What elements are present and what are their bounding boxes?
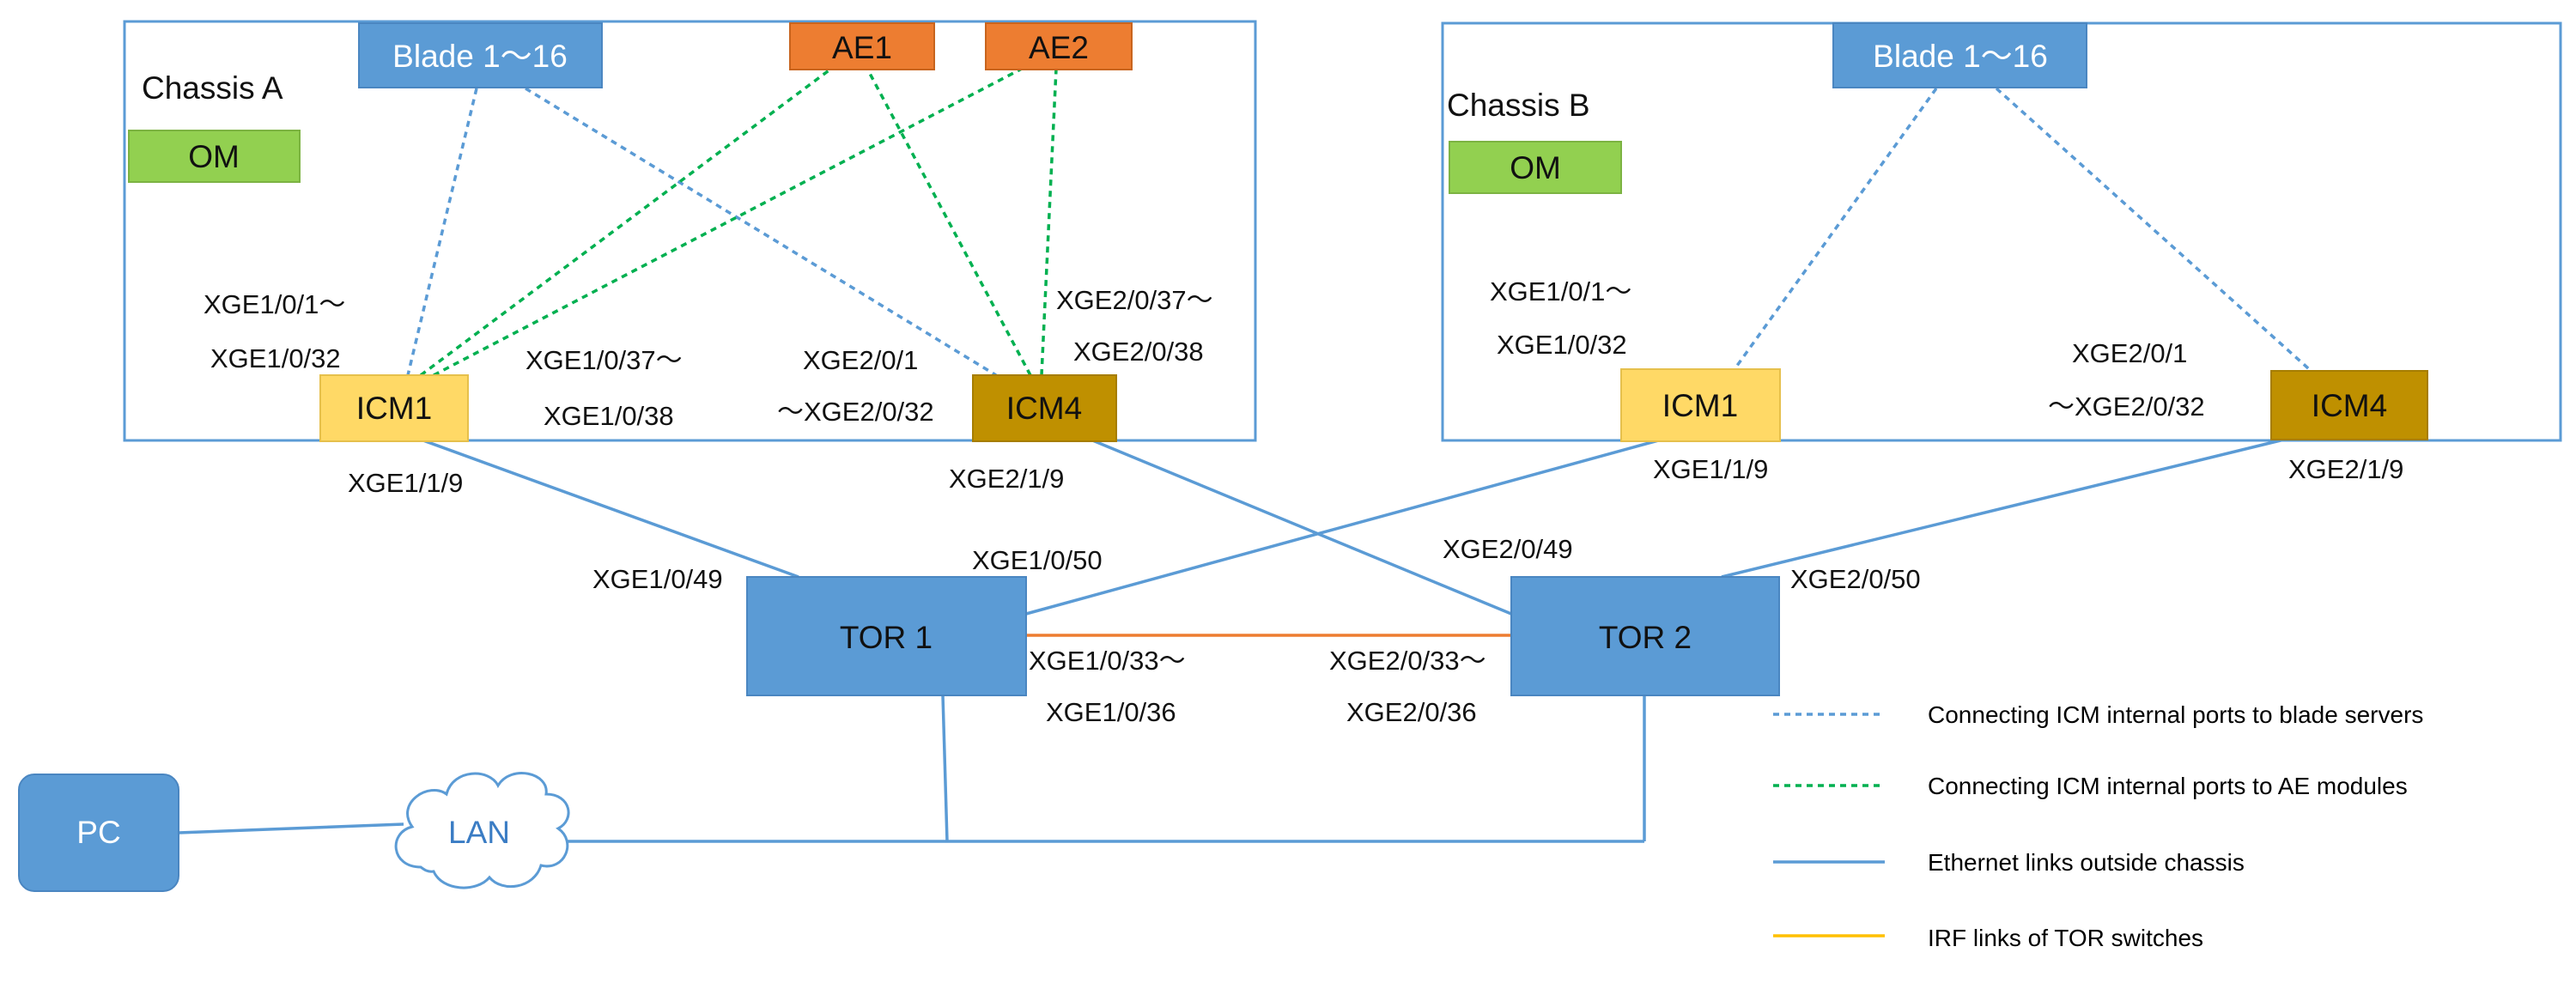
tor2-box bbox=[1510, 576, 1780, 696]
chassis-a-om-box bbox=[128, 130, 301, 183]
chassis-a-icm1-uplink: XGE1/1/9 bbox=[348, 468, 463, 498]
a-icm4-to-tor2-link bbox=[1090, 438, 1512, 616]
tor2-label: TOR 2 bbox=[1599, 620, 1692, 655]
tor2-port-b: XGE2/0/50 bbox=[1790, 564, 1921, 594]
chassis-b-icm1-ports-line1: XGE1/0/1～ bbox=[1490, 276, 1631, 306]
tor1-irf-line2: XGE1/0/36 bbox=[1046, 697, 1176, 727]
chassis-a-icm4-box bbox=[972, 374, 1117, 442]
chassis-a-icm1-ae-line1: XGE1/0/37～ bbox=[526, 345, 683, 375]
b-icm4-to-tor2-link bbox=[1721, 438, 2285, 579]
chassis-b-icm1-label: ICM1 bbox=[1662, 388, 1738, 423]
tor2-irf-line2: XGE2/0/36 bbox=[1346, 697, 1477, 727]
chassis-a-icm1-box bbox=[319, 374, 469, 442]
lan-label: LAN bbox=[448, 815, 510, 850]
chassis-a-frame bbox=[123, 20, 1257, 442]
chassis-a-ae1-label: AE1 bbox=[832, 30, 892, 65]
chassis-a-blade-to-icm1-link bbox=[406, 88, 478, 376]
chassis-b-title: Chassis B bbox=[1447, 88, 1590, 123]
chassis-a-icm1-ae-line2: XGE1/0/38 bbox=[544, 401, 674, 431]
chassis-b-blade-box bbox=[1832, 22, 2087, 88]
chassis-b-blade-to-icm4-link bbox=[1995, 87, 2318, 377]
chassis-a-blade-to-icm4-link bbox=[525, 87, 997, 377]
chassis-b-blade-to-icm1-link bbox=[1728, 87, 1938, 377]
tor1-port-a: XGE1/0/49 bbox=[592, 564, 723, 594]
chassis-a-blade-box bbox=[358, 22, 603, 88]
chassis-a-icm4-uplink: XGE2/1/9 bbox=[949, 464, 1064, 494]
chassis-b-icm1-ports-line2: XGE1/0/32 bbox=[1497, 330, 1627, 360]
legend-ae-text: Connecting ICM internal ports to AE modu… bbox=[1928, 773, 2408, 799]
icm4-to-ae1-link bbox=[866, 68, 1032, 376]
chassis-b-icm4-ports-line1: XGE2/0/1 bbox=[2072, 338, 2187, 368]
chassis-a-icm4-label: ICM4 bbox=[1006, 391, 1082, 426]
a-icm1-to-tor1-link bbox=[420, 438, 799, 579]
tor1-label: TOR 1 bbox=[840, 620, 933, 655]
tor1-irf-line1: XGE1/0/33～ bbox=[1029, 646, 1186, 676]
chassis-b-om-box bbox=[1449, 141, 1622, 194]
chassis-a-icm4-ae-line1: XGE2/0/37～ bbox=[1056, 285, 1213, 315]
chassis-b-blade-label: Blade 1～16 bbox=[1873, 39, 2048, 74]
chassis-b-icm4-uplink: XGE2/1/9 bbox=[2288, 454, 2403, 484]
lan-cloud-icon bbox=[394, 772, 570, 889]
legend-irf-text: IRF links of TOR switches bbox=[1928, 925, 2203, 951]
chassis-a-om-label: OM bbox=[188, 139, 240, 174]
chassis-b-icm1-uplink: XGE1/1/9 bbox=[1653, 454, 1768, 484]
chassis-b-icm1-box bbox=[1620, 368, 1781, 442]
chassis-b-om-label: OM bbox=[1510, 150, 1561, 185]
chassis-a-ae2-label: AE2 bbox=[1029, 30, 1089, 65]
b-icm1-to-tor1-link bbox=[1025, 438, 1662, 616]
chassis-a-icm4-ae-line2: XGE2/0/38 bbox=[1073, 337, 1204, 367]
chassis-a-ae2-box bbox=[985, 22, 1133, 70]
chassis-b-icm4-box bbox=[2270, 370, 2428, 440]
tor2-irf-line1: XGE2/0/33～ bbox=[1329, 646, 1486, 676]
tor1-port-b: XGE1/0/50 bbox=[972, 545, 1103, 575]
pc-label: PC bbox=[76, 815, 120, 850]
chassis-a-ae1-box bbox=[789, 22, 935, 70]
pc-box bbox=[18, 774, 179, 892]
chassis-a-icm1-ports-line2: XGE1/0/32 bbox=[210, 343, 341, 373]
legend-blade-text: Connecting ICM internal ports to blade s… bbox=[1928, 701, 2423, 728]
chassis-b-icm4-ports-line2: ～XGE2/0/32 bbox=[2048, 391, 2205, 422]
chassis-b-icm4-label: ICM4 bbox=[2312, 388, 2387, 423]
chassis-a-blade-label: Blade 1～16 bbox=[392, 39, 568, 74]
chassis-a-icm4-ports-line2: ～XGE2/0/32 bbox=[777, 397, 934, 427]
icm1-to-ae1-link bbox=[419, 67, 833, 377]
pc-to-lan-link bbox=[178, 822, 404, 834]
chassis-a-icm1-label: ICM1 bbox=[356, 391, 432, 426]
icm1-to-ae2-link bbox=[433, 67, 1023, 377]
tor1-drop-link bbox=[941, 695, 949, 842]
chassis-a-icm1-ports-line1: XGE1/0/1～ bbox=[204, 289, 345, 319]
chassis-a-icm4-ports-line1: XGE2/0/1 bbox=[803, 345, 918, 375]
tor2-port-a: XGE2/0/49 bbox=[1443, 534, 1573, 564]
tor1-box bbox=[746, 576, 1027, 696]
chassis-a-title: Chassis A bbox=[142, 70, 283, 106]
legend-ethernet-text: Ethernet links outside chassis bbox=[1928, 849, 2245, 876]
legend: Connecting ICM internal ports to blade s… bbox=[1773, 701, 2423, 951]
